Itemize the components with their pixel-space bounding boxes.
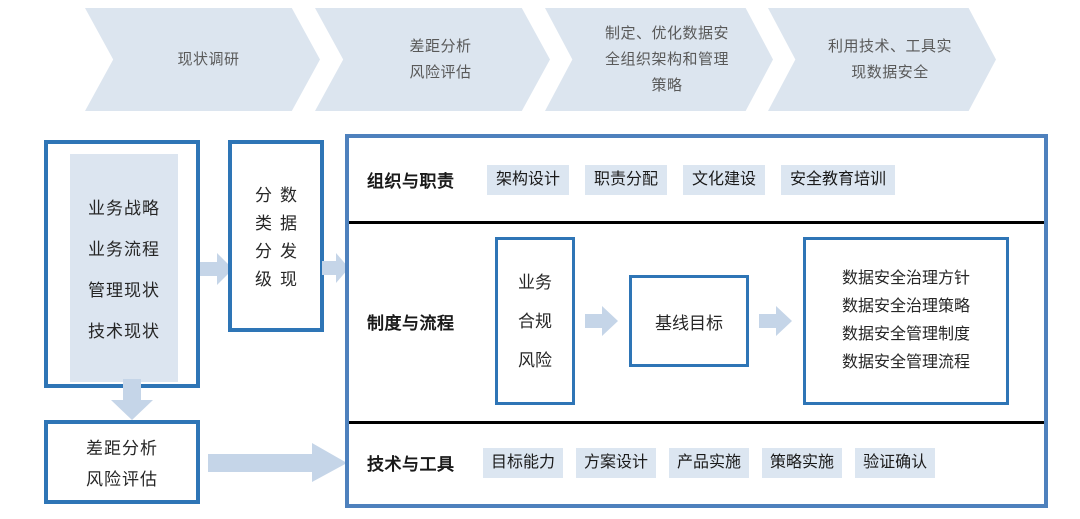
inputs-line-4: 技术现状 — [88, 322, 160, 341]
gap-assessment-box[interactable]: 差距分析 风险评估 — [44, 420, 200, 504]
right-arrow-icon-scope-to-baseline — [585, 306, 618, 336]
process-step-4-label: 利用技术、工具实 现数据安全 — [827, 37, 952, 81]
gap-line-2: 风险评估 — [86, 470, 158, 489]
process-step-1-label: 现状调研 — [177, 50, 240, 68]
org-chip-3[interactable]: 文化建设 — [683, 164, 766, 195]
classify-left-char-4: 级 — [255, 269, 272, 289]
classify-right-char-2: 据 — [280, 213, 297, 233]
row-label-organization: 组织与职责 — [367, 172, 455, 191]
process-step-3-label: 制定、优化数据安 全组织架构和管理 策略 — [604, 24, 729, 94]
right-arrow-icon-classify-to-panel — [322, 253, 349, 283]
doc-item-1: 数据安全治理方针 — [841, 270, 970, 287]
baseline-target-label: 基线目标 — [655, 313, 723, 333]
technology-chip-list: 目标能力 方案设计 产品实施 策略实施 验证确认 — [483, 447, 936, 478]
org-chip-2[interactable]: 职责分配 — [585, 164, 668, 195]
classify-column-left: 分 类 分 级 — [255, 187, 272, 288]
panel-row-technology: 技术与工具 目标能力 方案设计 产品实施 策略实施 验证确认 — [349, 421, 1044, 504]
tech-chip-4[interactable]: 策略实施 — [762, 447, 843, 478]
scope-item-1: 业务 — [518, 272, 552, 292]
process-step-4[interactable]: 利用技术、工具实 现数据安全 — [768, 8, 996, 111]
classify-box[interactable]: 数 据 发 现 分 类 分 级 — [228, 140, 324, 332]
right-arrow-icon-baseline-to-docs — [759, 306, 792, 336]
classify-right-char-4: 现 — [280, 269, 297, 289]
process-step-2-label: 差距分析 风险评估 — [409, 37, 472, 81]
process-step-3[interactable]: 制定、优化数据安 全组织架构和管理 策略 — [545, 8, 773, 111]
classify-right-char-3: 发 — [280, 241, 297, 261]
policy-flow: 业务 合规 风险 基线目标 数据安全治理方针 数据安全治理策略 数据安全管理制度… — [495, 237, 1009, 405]
organization-chip-list: 架构设计 职责分配 文化建设 安全教育培训 — [487, 164, 896, 195]
down-arrow-icon — [111, 379, 153, 420]
documents-box[interactable]: 数据安全治理方针 数据安全治理策略 数据安全管理制度 数据安全管理流程 — [803, 237, 1009, 405]
baseline-target-box[interactable]: 基线目标 — [629, 275, 749, 367]
inputs-box-inner: 业务战略 业务流程 管理现状 技术现状 — [70, 154, 178, 382]
panel-row-policy: 制度与流程 业务 合规 风险 基线目标 数据安全治理方针 数据安全治理策略 数据… — [349, 223, 1044, 419]
tech-chip-5[interactable]: 验证确认 — [855, 447, 936, 478]
process-step-1[interactable]: 现状调研 — [85, 8, 320, 111]
classify-left-char-3: 分 — [255, 241, 272, 261]
inputs-line-2: 业务流程 — [88, 240, 160, 259]
tech-chip-1[interactable]: 目标能力 — [483, 447, 564, 478]
tech-chip-3[interactable]: 产品实施 — [669, 447, 750, 478]
doc-item-3: 数据安全管理制度 — [841, 326, 970, 343]
big-right-arrow-icon — [208, 443, 347, 482]
row-label-technology: 技术与工具 — [367, 455, 455, 474]
inputs-line-1: 业务战略 — [88, 199, 160, 218]
inputs-box[interactable]: 业务战略 业务流程 管理现状 技术现状 — [44, 140, 200, 388]
inputs-line-3: 管理现状 — [88, 281, 160, 300]
panel-divider-1 — [349, 221, 1044, 224]
governance-panel: 组织与职责 架构设计 职责分配 文化建设 安全教育培训 制度与流程 业务 合规 … — [345, 134, 1048, 508]
row-label-policy: 制度与流程 — [367, 313, 455, 333]
scope-item-3: 风险 — [518, 350, 552, 370]
process-step-banner: 现状调研 差距分析 风险评估 制定、优化数据安 全组织架构和管理 策略 利用技术… — [0, 0, 1080, 120]
classify-column-right: 数 据 发 现 — [280, 187, 297, 288]
org-chip-1[interactable]: 架构设计 — [487, 164, 570, 195]
gap-line-1: 差距分析 — [86, 439, 158, 458]
doc-item-4: 数据安全管理流程 — [841, 354, 970, 371]
classify-right-char-1: 数 — [280, 185, 297, 205]
tech-chip-2[interactable]: 方案设计 — [576, 447, 657, 478]
panel-row-organization: 组织与职责 架构设计 职责分配 文化建设 安全教育培训 — [349, 138, 1044, 221]
scope-box[interactable]: 业务 合规 风险 — [495, 237, 575, 405]
right-arrow-icon-inputs-to-classify — [200, 253, 233, 285]
classify-left-char-2: 类 — [255, 213, 272, 233]
doc-item-2: 数据安全治理策略 — [841, 298, 970, 315]
org-chip-4[interactable]: 安全教育培训 — [781, 164, 896, 195]
panel-divider-2 — [349, 421, 1044, 424]
scope-item-2: 合规 — [518, 311, 552, 331]
classify-left-char-1: 分 — [255, 185, 272, 205]
process-step-2[interactable]: 差距分析 风险评估 — [315, 8, 550, 111]
